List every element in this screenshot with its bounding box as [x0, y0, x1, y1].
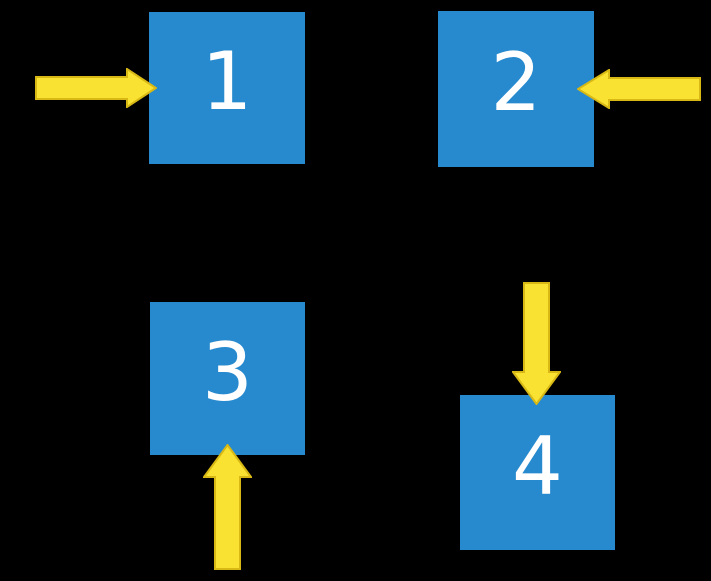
numbered-box-2: 2 [438, 11, 594, 167]
arrow-left-icon [577, 69, 701, 109]
box-3-label: 3 [202, 325, 253, 419]
arrow-right-icon [35, 68, 157, 108]
arrow-up-icon [203, 444, 252, 570]
numbered-box-4: 4 [460, 395, 615, 550]
arrow-down-icon [512, 282, 561, 405]
box-2-label: 2 [490, 36, 542, 129]
box-4-label: 4 [512, 419, 563, 513]
numbered-box-3: 3 [150, 302, 305, 455]
numbered-box-1: 1 [149, 12, 305, 164]
box-1-label: 1 [201, 35, 253, 128]
